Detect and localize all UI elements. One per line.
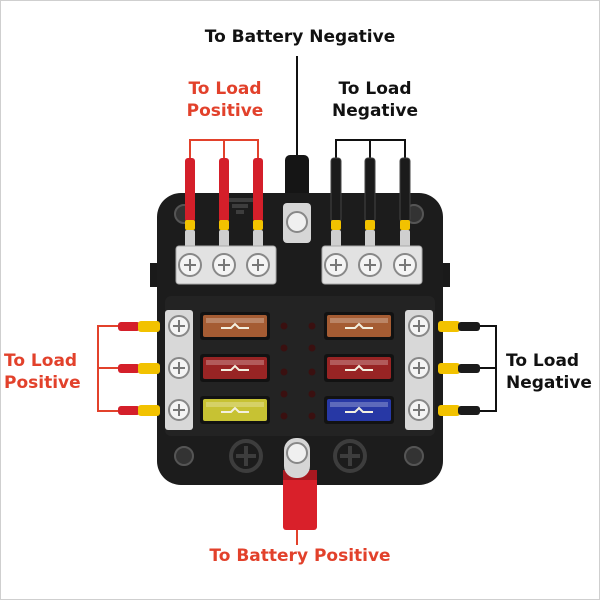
fuse-body bbox=[327, 399, 391, 421]
top-positive-terminal-sleeves bbox=[185, 220, 263, 230]
fuse-layer bbox=[200, 312, 394, 424]
left-positive-wires bbox=[118, 322, 140, 415]
led-dot bbox=[308, 390, 316, 398]
led-dot bbox=[280, 390, 288, 398]
mounting-hole-bottom-right bbox=[404, 446, 424, 466]
led-dot bbox=[280, 412, 288, 420]
fuse-element bbox=[221, 406, 249, 413]
fuse-body bbox=[203, 315, 267, 337]
embossed-plus-ring-left bbox=[229, 439, 263, 473]
led-dot bbox=[308, 368, 316, 376]
embossed-plus-left bbox=[236, 446, 256, 466]
led-dot bbox=[308, 412, 316, 420]
fuse-shine bbox=[206, 360, 264, 365]
blade-fuse-right-2 bbox=[324, 354, 394, 382]
right-negative-bracket bbox=[480, 325, 497, 412]
right-load-negative-label: To Load Negative bbox=[506, 350, 596, 394]
top-negative-wires bbox=[330, 157, 411, 223]
fuse-element bbox=[345, 322, 373, 329]
battery-positive-boot bbox=[283, 470, 317, 530]
fuse-element bbox=[221, 364, 249, 371]
fuse-shine bbox=[330, 402, 388, 407]
blade-fuse-left-1 bbox=[200, 312, 270, 340]
left-load-positive-label: To Load Positive bbox=[4, 350, 94, 394]
top-load-negative-line-1: To Load bbox=[338, 79, 412, 99]
blade-fuse-left-3 bbox=[200, 396, 270, 424]
top-load-positive-line-2: Positive bbox=[186, 101, 264, 121]
battery-positive-stud bbox=[286, 442, 308, 464]
bus-bar-screw-slots bbox=[184, 259, 411, 271]
battery-negative-label: To Battery Negative bbox=[204, 27, 396, 47]
left-load-positive-line-2: Positive bbox=[4, 373, 81, 393]
top-negative-ring-lugs bbox=[331, 230, 410, 250]
top-negative-bracket bbox=[335, 139, 406, 158]
blade-fuse-right-1 bbox=[324, 312, 394, 340]
fuse-shine bbox=[330, 360, 388, 365]
led-dot bbox=[308, 322, 316, 330]
right-screw-slots bbox=[413, 320, 425, 416]
embossed-ground-symbol bbox=[226, 198, 254, 214]
top-load-positive-label: To Load Positive bbox=[165, 78, 285, 122]
right-load-negative-line-1: To Load bbox=[506, 351, 580, 371]
embossed-plus-ring-right bbox=[333, 439, 367, 473]
fuse-element bbox=[345, 406, 373, 413]
blade-fuse-right-3 bbox=[324, 396, 394, 424]
fuse-body bbox=[203, 399, 267, 421]
led-dot bbox=[308, 344, 316, 352]
led-dot bbox=[280, 322, 288, 330]
mounting-hole-bottom-left bbox=[174, 446, 194, 466]
led-dot bbox=[280, 344, 288, 352]
battery-negative-stud bbox=[286, 211, 308, 233]
blade-fuse-left-2 bbox=[200, 354, 270, 382]
battery-negative-post-cover bbox=[285, 155, 309, 203]
right-terminal-sleeves bbox=[438, 321, 460, 416]
embossed-plus-right bbox=[340, 446, 360, 466]
fuse-shine bbox=[206, 318, 264, 323]
top-negative-terminal-sleeves bbox=[331, 220, 410, 230]
top-positive-ring-lugs bbox=[185, 230, 263, 250]
fuse-body bbox=[327, 357, 391, 379]
right-load-negative-line-2: Negative bbox=[506, 373, 592, 393]
fuse-shine bbox=[330, 318, 388, 323]
top-positive-wires bbox=[185, 158, 263, 222]
left-terminal-sleeves bbox=[138, 321, 160, 416]
fuse-body bbox=[327, 315, 391, 337]
fuse-shine bbox=[206, 402, 264, 407]
top-load-negative-label: To Load Negative bbox=[315, 78, 435, 122]
top-load-negative-line-2: Negative bbox=[332, 101, 418, 121]
fuse-body bbox=[203, 357, 267, 379]
left-positive-bracket bbox=[97, 325, 118, 412]
left-load-positive-line-1: To Load bbox=[4, 351, 78, 371]
battery-positive-label: To Battery Positive bbox=[209, 546, 391, 566]
led-dot bbox=[280, 368, 288, 376]
right-negative-wires bbox=[458, 322, 480, 415]
top-load-positive-line-1: To Load bbox=[188, 79, 262, 99]
top-positive-bracket bbox=[189, 139, 259, 158]
fuse-element bbox=[221, 322, 249, 329]
fuse-element bbox=[345, 364, 373, 371]
left-screw-slots bbox=[173, 320, 185, 416]
